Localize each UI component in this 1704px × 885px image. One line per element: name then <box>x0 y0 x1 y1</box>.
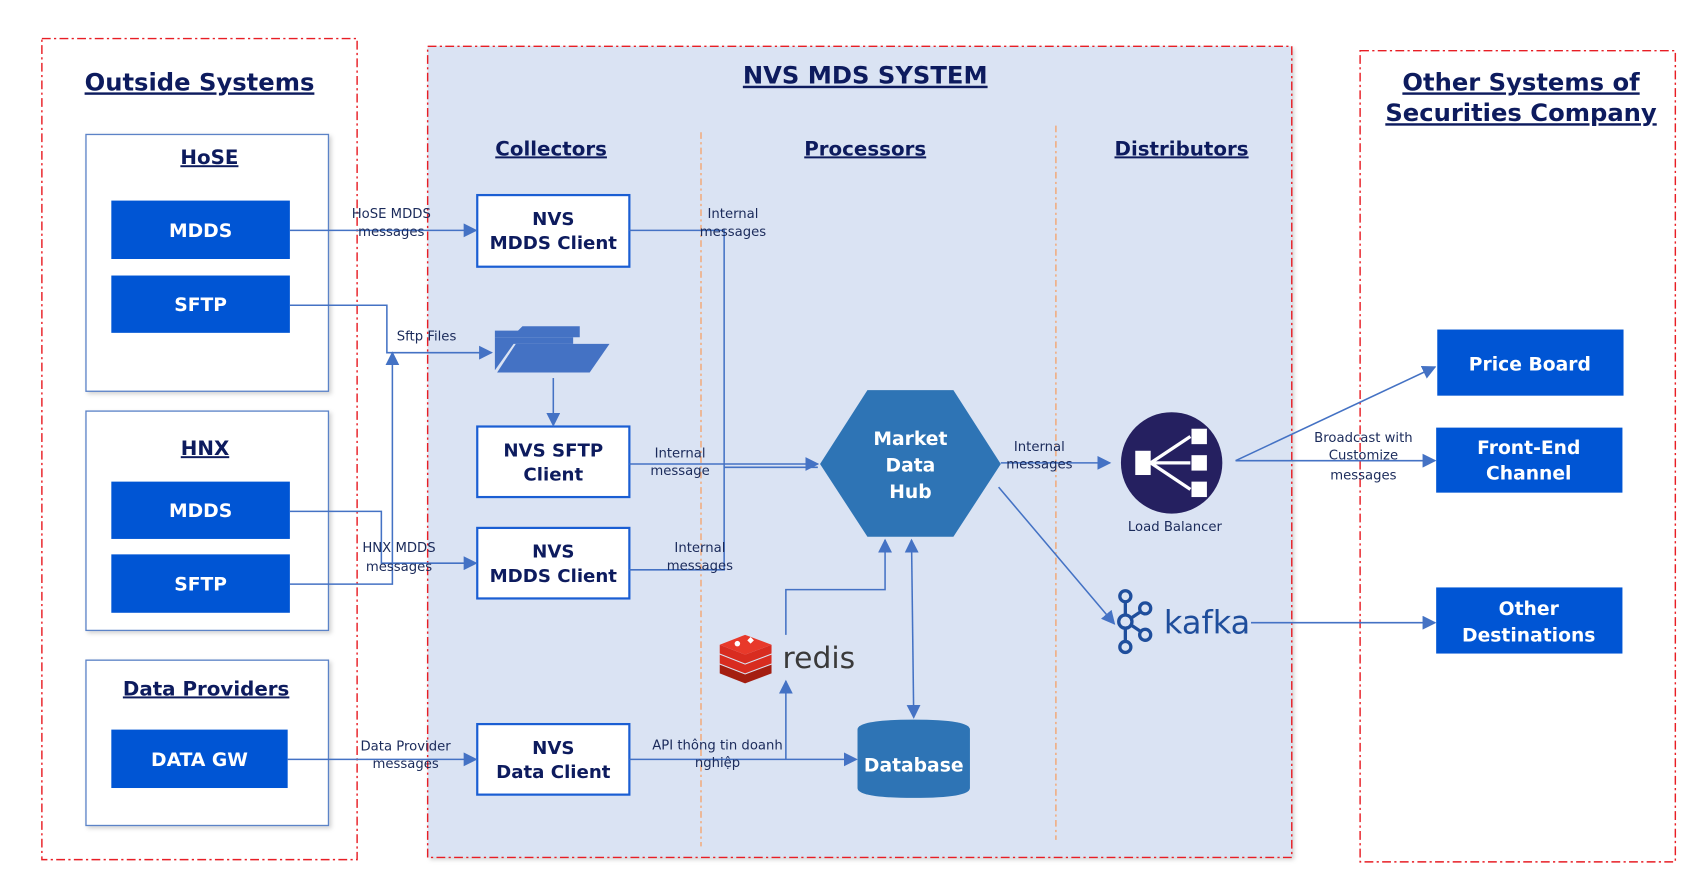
redis-icon <box>719 634 772 684</box>
price-board-label: Price Board <box>1469 354 1591 375</box>
edge-hnx-mdds <box>289 510 478 571</box>
redis-label: redis <box>783 641 856 676</box>
hose-mdds-label: MDDS <box>169 221 232 242</box>
edge-label-broadcast-1: Broadcast with <box>1314 431 1412 446</box>
database[interactable] <box>857 719 970 798</box>
hnx-mdds-client[interactable] <box>476 526 631 600</box>
data-gw-box[interactable] <box>111 729 288 789</box>
edge-label-data-provider-1: Data Provider <box>361 740 452 755</box>
data-client-line2: Data Client <box>496 762 611 783</box>
edge-label-api-1: API thông tin doanh <box>652 737 783 753</box>
column-processors: Processors <box>804 137 926 160</box>
edge-lb-priceboard <box>1235 366 1437 462</box>
load-balancer-icon[interactable] <box>1120 412 1223 514</box>
edge-label-internal-3a: Internal <box>674 541 725 556</box>
hose-sftp-label: SFTP <box>174 295 227 316</box>
edge-label-hose-mdds-2: messages <box>358 225 424 240</box>
hnx-mdds-box[interactable] <box>111 481 290 539</box>
sftp-client-line1: NVS SFTP <box>503 440 603 461</box>
group-hnx-title: HNX <box>181 437 229 460</box>
column-distributors: Distributors <box>1115 137 1249 160</box>
edge-client3-internal <box>629 462 725 571</box>
edge-hub-db <box>904 538 921 719</box>
group-hose-title: HoSE <box>180 146 238 169</box>
front-end-channel-box[interactable] <box>1436 427 1623 493</box>
edge-label-internal-2a: Internal <box>655 446 706 461</box>
edge-label-broadcast-2: Customize <box>1329 449 1398 464</box>
edge-label-hnx-mdds-1: HNX MDDS <box>362 541 435 556</box>
data-client[interactable] <box>476 722 631 796</box>
connectors <box>287 223 1437 767</box>
outside-systems-title: Outside Systems <box>85 67 315 96</box>
mds-system-title: NVS MDS SYSTEM <box>743 61 988 90</box>
hose-mdds-client-line2: MDDS Client <box>490 233 618 254</box>
hnx-mdds-client-line2: MDDS Client <box>490 566 618 587</box>
other-destinations-box[interactable] <box>1436 587 1623 654</box>
price-board-box[interactable] <box>1437 329 1624 396</box>
front-end-channel-line1: Front-End <box>1477 438 1580 459</box>
other-systems-title-2: Securities Company <box>1385 98 1657 127</box>
other-destinations-line2: Destinations <box>1462 625 1595 646</box>
edge-label-data-provider-2: messages <box>372 757 438 772</box>
edge-label-hnx-mdds-2: messages <box>366 560 432 575</box>
edge-label-internal-2b: message <box>650 464 709 479</box>
other-destinations-line1: Other <box>1499 599 1560 620</box>
edge-redis-hub <box>785 538 893 635</box>
group-data-providers-title: Data Providers <box>123 677 289 700</box>
edge-label-hub-lb-1: Internal <box>1014 440 1065 455</box>
hub-line1: Market <box>873 429 947 450</box>
hub-line2: Data <box>886 456 936 477</box>
database-label: Database <box>864 755 964 776</box>
edge-label-sftp-files: Sftp Files <box>397 330 457 345</box>
edge-label-internal-1b: messages <box>700 225 766 240</box>
data-client-line1: NVS <box>532 738 574 759</box>
other-systems-title-1: Other Systems of <box>1402 67 1640 96</box>
sftp-client[interactable] <box>476 425 631 499</box>
hnx-mdds-label: MDDS <box>169 501 232 522</box>
folder-icon <box>494 326 610 373</box>
edge-label-internal-3b: messages <box>667 559 733 574</box>
edge-client1-internal <box>629 229 725 463</box>
market-data-hub[interactable] <box>820 390 1001 537</box>
kafka-icon[interactable] <box>1117 589 1153 655</box>
edge-hose-sftp <box>289 304 493 360</box>
front-end-channel-line2: Channel <box>1486 463 1571 484</box>
hub-line3: Hub <box>889 482 931 503</box>
group-hose <box>85 133 330 392</box>
hose-sftp-box[interactable] <box>111 275 290 333</box>
hnx-sftp-box[interactable] <box>111 554 290 613</box>
hose-mdds-box[interactable] <box>111 200 290 259</box>
other-systems-frame <box>1359 49 1677 863</box>
data-gw-label: DATA GW <box>151 750 248 771</box>
hose-mdds-client-line1: NVS <box>532 209 574 230</box>
outside-systems-frame <box>41 37 358 861</box>
sftp-client-line2: Client <box>523 465 583 486</box>
mds-system-border <box>426 45 1293 859</box>
kafka-label: kafka <box>1164 604 1250 642</box>
edge-label-hose-mdds-1: HoSE MDDS <box>352 207 431 222</box>
hnx-mdds-client-line1: NVS <box>532 542 574 563</box>
edge-hub-kafka <box>998 486 1116 625</box>
load-balancer-label: Load Balancer <box>1128 520 1223 535</box>
edge-label-api-2: nghiệp <box>695 755 740 771</box>
column-collectors: Collectors <box>495 137 607 160</box>
edge-label-internal-1a: Internal <box>707 207 758 222</box>
edge-label-hub-lb-2: messages <box>1006 457 1072 472</box>
hose-mdds-client[interactable] <box>476 193 631 268</box>
edge-label-broadcast-3: messages <box>1330 468 1396 483</box>
hnx-sftp-label: SFTP <box>174 575 227 596</box>
edge-hnx-sftp <box>289 351 400 585</box>
